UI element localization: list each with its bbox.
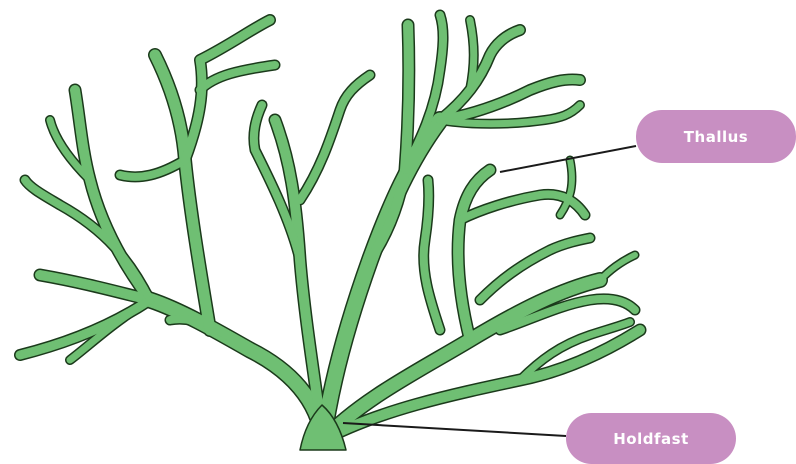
branch-outline <box>75 90 150 300</box>
thallus-label: Thallus <box>636 110 796 163</box>
thallus-label-text: Thallus <box>684 128 748 146</box>
branch-fill <box>470 20 474 90</box>
holdfast-label-text: Holdfast <box>613 430 688 448</box>
holdfast-leader-line <box>343 423 566 436</box>
holdfast-label: Holdfast <box>566 413 736 464</box>
branch-fill <box>600 255 635 280</box>
branch-fill <box>120 160 185 177</box>
branch-fill <box>75 90 150 300</box>
seaweed-illustration <box>20 15 640 450</box>
